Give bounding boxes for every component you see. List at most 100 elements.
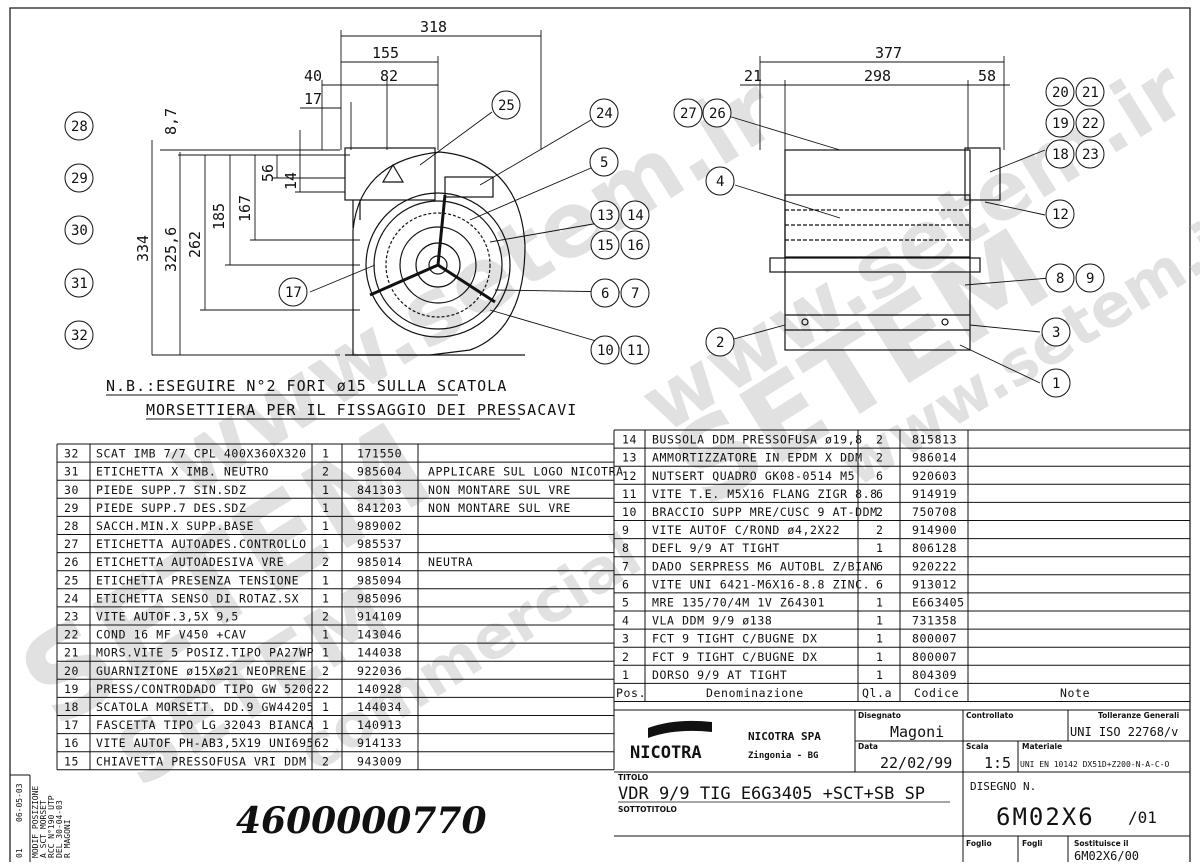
bom-cell-pos: 10 (622, 505, 637, 519)
rotation-label-shape (444, 176, 494, 198)
balloon-label: 8 (1056, 271, 1064, 287)
balloon (589, 147, 619, 177)
bom-cell-name: DEFL 9/9 AT TIGHT (652, 541, 780, 555)
balloon (64, 268, 94, 298)
bom-cell-qty: 2 (876, 451, 884, 465)
bom-cell-qty: 1 (876, 596, 884, 610)
bom-cell-qty: 1 (322, 646, 330, 660)
bom-cell-qty: 2 (322, 664, 330, 678)
bom-cell-name: DORSO 9/9 AT TIGHT (652, 668, 787, 682)
bom-cell-name: SCATOLA MORSETT. DD.9 GW44205 (96, 700, 314, 714)
bom-cell-name: FASCETTA TIPO LG 32043 BIANCA (96, 718, 314, 732)
bom-cell-name: ETICHETTA SENSO DI ROTAZ.SX (96, 591, 299, 605)
balloon (1045, 263, 1075, 293)
bom-cell-code: 806128 (912, 541, 957, 555)
bom-cell-pos: 31 (64, 465, 79, 479)
dim-label: 318 (420, 18, 447, 36)
note-line-1: N.B.:ESEGUIRE N°2 FORI ø15 SULLA SCATOLA (106, 377, 507, 395)
balloon-group-front: 25 24 5 13 14 15 16 6 7 10 11 17 (278, 90, 650, 365)
bom-cell-pos: 21 (64, 646, 79, 660)
bom-cell-qty: 1 (876, 668, 884, 682)
balloon-label: 13 (597, 208, 614, 224)
balloon (620, 335, 650, 365)
balloon (1075, 263, 1105, 293)
bom-cell-name: MORS.VITE 5 POSIZ.TIPO PA27WP (96, 646, 314, 660)
bom-cell-name: PRESS/CONTRODADO TIPO GW 52002 (96, 682, 322, 696)
balloon-label: 1 (1052, 376, 1060, 392)
bom-cell-code: 920222 (912, 559, 957, 573)
bom-cell-name: DADO SERPRESS M6 AUTOBL Z/BIAN (652, 559, 878, 573)
balloon (1045, 77, 1075, 107)
bom-cell-note: NON MONTARE SUL VRE (428, 501, 571, 515)
balloon-label: 20 (1052, 85, 1069, 101)
bom-cell-qty: 1 (322, 628, 330, 642)
dim-label: 325,6 (162, 227, 180, 272)
bom-cell-name: FCT 9 TIGHT C/BUGNE DX (652, 632, 818, 646)
bom-cell-qty: 2 (322, 555, 330, 569)
bom-cell-code: 841303 (357, 483, 402, 497)
bom-cell-qty: 1 (322, 447, 330, 461)
balloon (620, 230, 650, 260)
dim-label: 40 (304, 67, 322, 85)
balloon-label: 17 (285, 285, 302, 301)
bom-header-name: Denominazione (706, 686, 804, 700)
title-label: TITOLO (618, 773, 648, 782)
bom-cell-code: 913012 (912, 577, 957, 591)
balloon-label: 9 (1086, 271, 1094, 287)
revision-line: RCC N°190 UTP (47, 795, 56, 858)
assembly-note: N.B.:ESEGUIRE N°2 FORI ø15 SULLA SCATOLA… (106, 377, 576, 420)
document-number: 4600000770 (236, 800, 487, 842)
balloon (64, 163, 94, 193)
support-bracket (769, 257, 981, 273)
dim-label: 58 (978, 67, 996, 85)
bom-cell-note: NEUTRA (428, 555, 473, 569)
revision-date: 06-05-03 (15, 783, 24, 822)
front-dimensions (151, 30, 542, 356)
dim-label: 155 (372, 44, 399, 62)
revision-number: /01 (1128, 808, 1157, 827)
bom-header-note: Note (1060, 686, 1090, 700)
balloon (491, 90, 521, 120)
revision-code: 01 (15, 848, 24, 858)
bom-header-qty: Ql.a (862, 686, 892, 700)
dim-label: 82 (380, 67, 398, 85)
bom-cell-name: VLA DDM 9/9 ø138 (652, 614, 772, 628)
bom-cell-qty: 6 (876, 469, 884, 483)
balloon-label: 30 (71, 223, 88, 239)
balloon (1041, 368, 1071, 398)
balloon (1045, 139, 1075, 169)
balloon (589, 98, 619, 128)
nicotra-logo: NICOTRA (630, 720, 712, 763)
bom-cell-qty: 1 (322, 700, 330, 714)
sheet-label: Foglio (966, 839, 992, 848)
balloon (1075, 139, 1105, 169)
bom-cell-code: 943009 (357, 754, 402, 768)
balloon-label: 29 (71, 171, 88, 187)
dim-label: 21 (744, 67, 762, 85)
balloon (1041, 317, 1071, 347)
balloon-label: 31 (71, 276, 88, 292)
bom-cell-name: SACCH.MIN.X SUPP.BASE (96, 519, 254, 533)
side-dimension-labels: 377 21 298 58 (744, 44, 996, 85)
bom-cell-name: VITE AUTOF.3,5X 9,5 (96, 610, 239, 624)
bom-cell-name: VITE UNI 6421-M6X16-8.8 ZINC. (652, 577, 870, 591)
bom-cell-code: 985537 (357, 537, 402, 551)
bom-cell-pos: 26 (64, 555, 79, 569)
terminal-box (344, 147, 436, 201)
balloon-label: 16 (627, 238, 644, 254)
revision-line: DEL 30-04-03 (55, 800, 64, 858)
dim-label: 185 (210, 203, 228, 230)
bom-cell-code: 804309 (912, 668, 957, 682)
balloon-label: 22 (1082, 116, 1099, 132)
balloon (590, 200, 620, 230)
dim-label: 377 (875, 44, 902, 62)
bom-cell-pos: 25 (64, 573, 79, 587)
inlet-ring-outer (365, 192, 511, 338)
bom-cell-code: 140913 (357, 718, 402, 732)
balloon (1075, 77, 1105, 107)
dim-label: 298 (864, 67, 891, 85)
balloon (590, 230, 620, 260)
bom-cell-name: PIEDE SUPP.7 DES.SDZ (96, 501, 246, 515)
balloon (1045, 199, 1075, 229)
